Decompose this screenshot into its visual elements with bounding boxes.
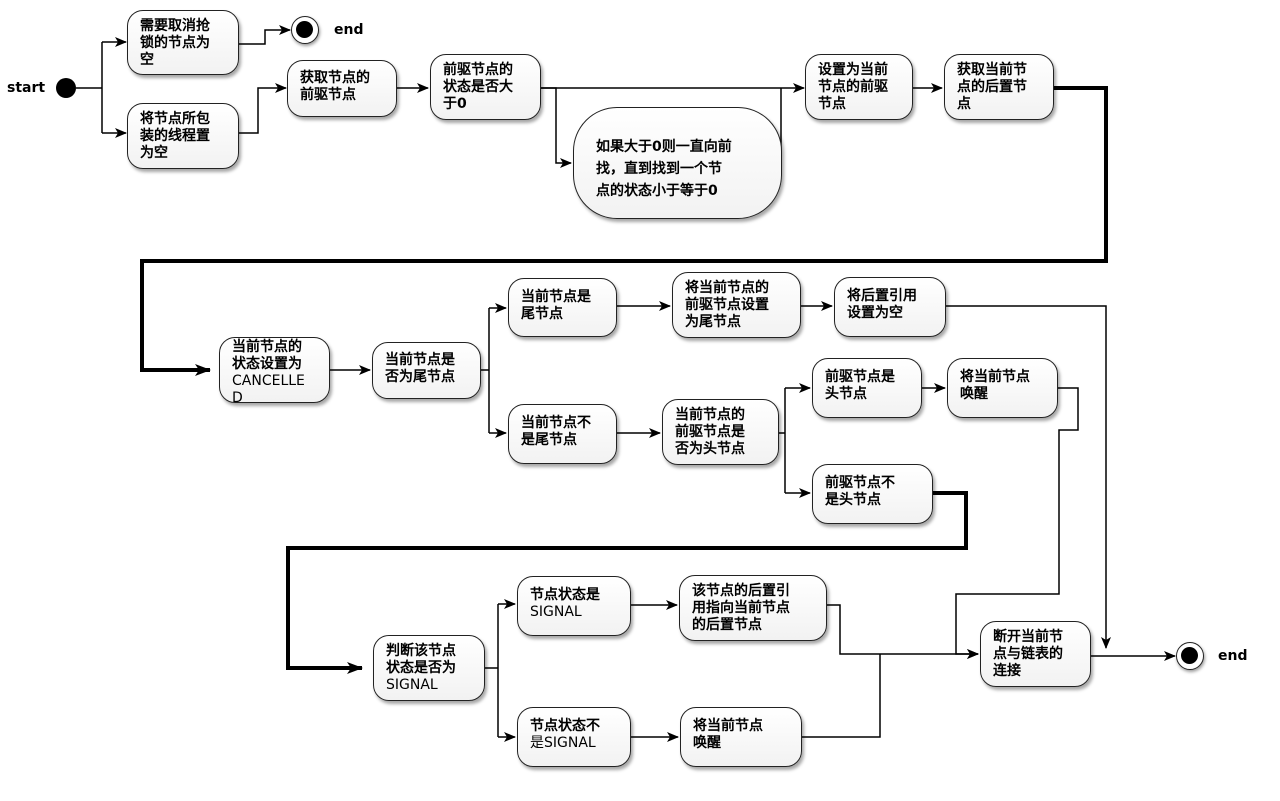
node-wake-1: 将当前节点 唤醒 bbox=[947, 358, 1058, 418]
node-clear-thread: 将节点所包 装的线程置 为空 bbox=[127, 103, 239, 169]
node-set-cancelled: 当前节点的 状态设置为 CANCELLE D bbox=[219, 337, 330, 406]
start-node bbox=[56, 78, 76, 98]
end-label-bottom: end bbox=[1218, 648, 1248, 664]
edge-clear-to-getpred bbox=[238, 83, 287, 134]
node-set-pred: 设置为当前 节点的前驱 节点 bbox=[805, 54, 913, 120]
node-skip-forward: 如果大于0则一直向前 找，直到找到一个节 点的状态小于等于0 bbox=[573, 107, 782, 219]
edge-state-to-skip bbox=[540, 87, 572, 168]
node-is-signal: 节点状态是 SIGNAL bbox=[517, 576, 631, 636]
node-set-tail: 将当前节点的 前驱节点设置 为尾节点 bbox=[672, 272, 801, 338]
edge-start-split bbox=[76, 42, 103, 133]
edge-cancel-to-end bbox=[238, 25, 291, 45]
edge-headq-split bbox=[778, 388, 786, 493]
node-is-tail: 当前节点是 尾节点 bbox=[508, 278, 617, 337]
node-link-next: 该节点的后置引 用指向当前节点 的后置节点 bbox=[679, 575, 827, 641]
node-pred-state-check: 前驱节点的 状态是否大 于0 bbox=[430, 54, 541, 120]
node-pred-head-check: 当前节点的 前驱节点是 否为头节点 bbox=[662, 399, 779, 465]
node-not-signal: 节点状态不 是SIGNAL bbox=[517, 707, 631, 767]
end-node-bottom bbox=[1176, 642, 1204, 670]
node-disconnect: 断开当前节 点与链表的 连接 bbox=[980, 621, 1091, 687]
edge-wake2-to-merge bbox=[801, 654, 881, 738]
start-label: start bbox=[7, 80, 46, 96]
edge-nothead-to-signalq bbox=[286, 491, 968, 674]
node-not-tail: 当前节点不 是尾节点 bbox=[508, 404, 617, 464]
node-signal-check: 判断该节点 状态是否为 SIGNAL bbox=[373, 635, 485, 701]
node-get-next: 获取当前节 点的后置节 点 bbox=[944, 54, 1054, 120]
edge-wake1-to-disconnect bbox=[955, 387, 1079, 659]
node-cancel-check: 需要取消抢 锁的节点为 空 bbox=[127, 10, 239, 75]
node-get-pred: 获取节点的 前驱节点 bbox=[287, 60, 397, 117]
node-pred-is-head: 前驱节点是 头节点 bbox=[812, 358, 922, 418]
edge-signalq-split bbox=[484, 604, 499, 737]
edge-tailq-split bbox=[480, 308, 490, 433]
edge-nextnull-to-disconnect bbox=[945, 305, 1111, 649]
node-wake-2: 将当前节点 唤醒 bbox=[680, 707, 802, 767]
edge-link-to-disconnect bbox=[826, 604, 979, 659]
end-node-top bbox=[291, 16, 319, 44]
node-pred-not-head: 前驱节点不 是头节点 bbox=[812, 464, 933, 524]
node-next-null: 将后置引用 设置为空 bbox=[834, 277, 946, 337]
end-label-top: end bbox=[334, 22, 364, 38]
edge-getnext-to-cancelled bbox=[140, 86, 1108, 376]
node-is-tail-check: 当前节点是 否为尾节点 bbox=[372, 342, 481, 399]
